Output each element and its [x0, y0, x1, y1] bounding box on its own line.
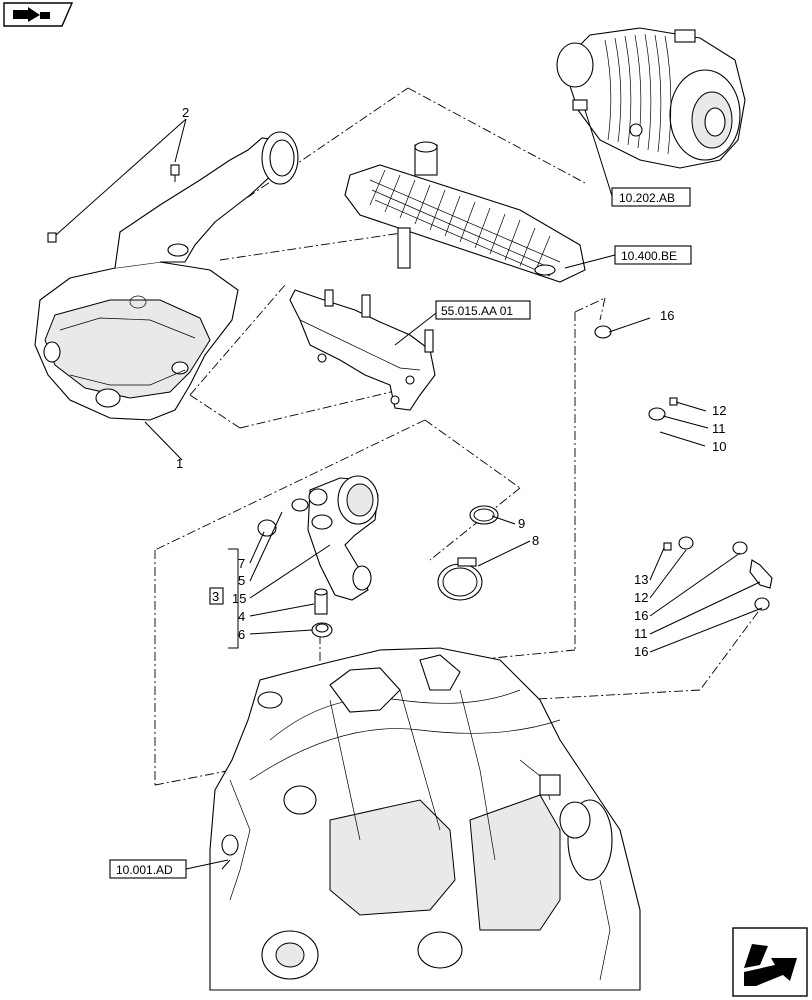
- callout-4: 4: [238, 609, 245, 624]
- callout-13: 13: [634, 572, 648, 587]
- callout-7: 7: [238, 556, 245, 571]
- elbow-hose-assembly: [291, 475, 379, 601]
- callout-labels: 2 1 16 12 11 10 9 8 7 5 15 4 6 13 12 16 …: [176, 105, 726, 659]
- ref-bracket-text: 55.015.AA 01: [441, 304, 513, 318]
- ref-intercooler[interactable]: 10.400.BE: [614, 245, 692, 265]
- group-label-text: 3: [212, 589, 219, 604]
- callout-10: 10: [712, 439, 726, 454]
- callout-14: 12: [712, 403, 726, 418]
- intake-housing: [34, 131, 299, 421]
- next-page-arrow-icon[interactable]: [732, 927, 808, 997]
- callout-leaders: [55, 109, 763, 870]
- callout-1: 1: [176, 456, 183, 471]
- bolt-part-2: [47, 164, 180, 243]
- callout-12a: 11: [712, 421, 726, 436]
- callout-8: 8: [532, 533, 539, 548]
- callout-9: 9: [518, 516, 525, 531]
- small-fittings: [257, 519, 333, 638]
- callout-11: 11: [634, 626, 648, 641]
- callout-16c: 16: [634, 644, 648, 659]
- callout-6: 6: [238, 627, 245, 642]
- ref-air-cleaner-text: 10.202.AB: [619, 191, 675, 205]
- ref-engine-text: 10.001.AD: [116, 863, 173, 877]
- callout-2: 2: [182, 105, 189, 120]
- hose-clamps: [437, 505, 499, 601]
- air-cleaner: [556, 27, 746, 169]
- group-label: 3: [209, 587, 224, 605]
- callout-16b: 16: [634, 608, 648, 623]
- breather-hose: [594, 325, 773, 611]
- intercooler: [344, 141, 586, 283]
- book-arrow-icon[interactable]: [3, 2, 74, 27]
- engine-block: [209, 647, 641, 991]
- callout-12b: 12: [634, 590, 648, 605]
- ref-engine[interactable]: 10.001.AD: [109, 859, 187, 879]
- callout-15: 15: [232, 591, 246, 606]
- callout-5: 5: [238, 573, 245, 588]
- ref-bracket[interactable]: 55.015.AA 01: [435, 300, 531, 320]
- callout-16a: 16: [660, 308, 674, 323]
- ref-air-cleaner[interactable]: 10.202.AB: [611, 187, 691, 207]
- ref-intercooler-text: 10.400.BE: [621, 249, 677, 263]
- mounting-bracket: [289, 289, 436, 411]
